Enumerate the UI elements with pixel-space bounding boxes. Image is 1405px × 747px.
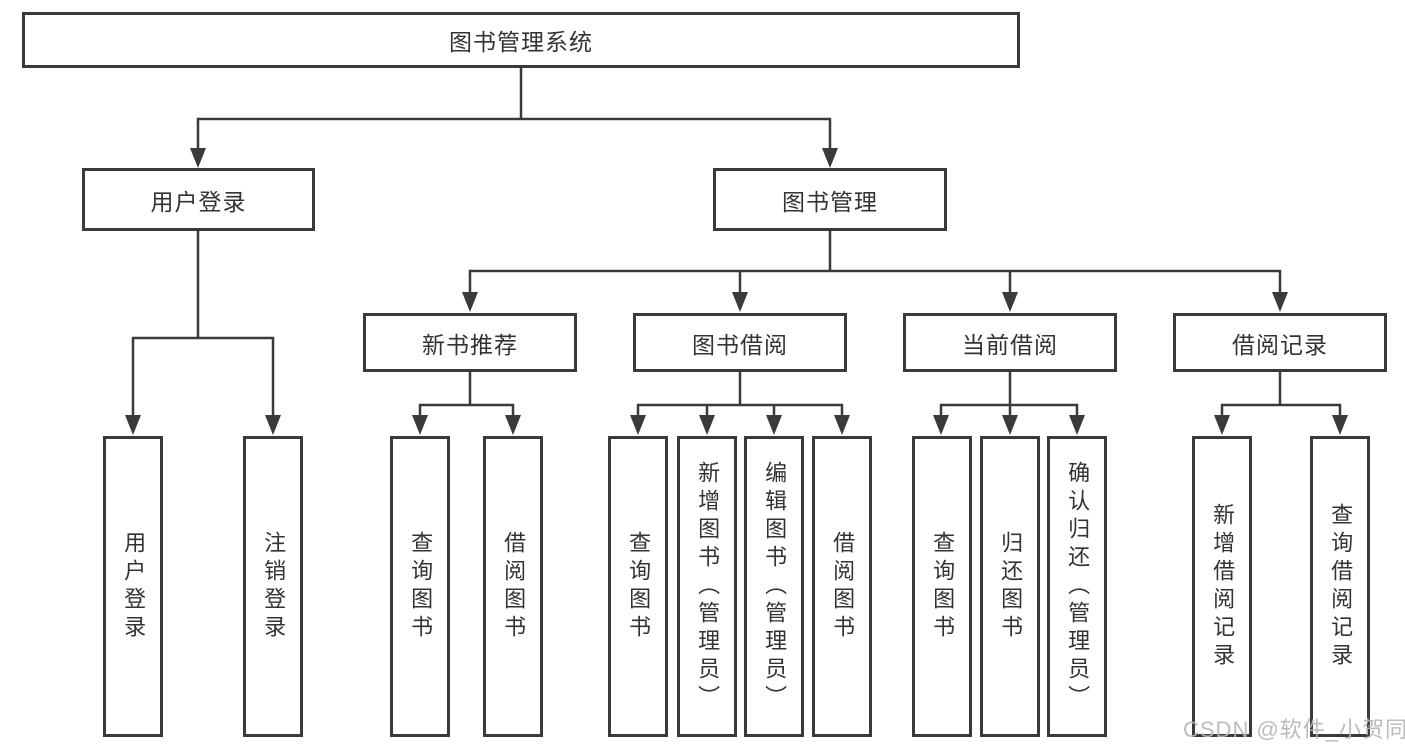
node-leaf-query-books-1: 查询图书 <box>390 436 450 737</box>
node-leaf-edit-book-admin-label: 编辑图书（管理员） <box>762 460 788 713</box>
node-leaf-add-book-admin-label: 新增图书（管理员） <box>695 460 721 713</box>
node-leaf-user-login: 用户登录 <box>103 436 163 737</box>
node-leaf-query-books-2: 查询图书 <box>608 436 668 737</box>
node-current-borrow: 当前借阅 <box>903 313 1117 372</box>
node-user-login-branch: 用户登录 <box>82 168 315 231</box>
node-leaf-query-borrow-record-label: 查询借阅记录 <box>1328 502 1354 671</box>
node-leaf-add-borrow-record-label: 新增借阅记录 <box>1210 502 1236 671</box>
arrowheads <box>125 148 1348 435</box>
node-new-book-recommend-label: 新书推荐 <box>422 331 518 358</box>
node-leaf-borrow-books-1: 借阅图书 <box>483 436 543 737</box>
node-leaf-borrow-books-1-label: 借阅图书 <box>501 530 527 643</box>
node-book-borrow: 图书借阅 <box>633 313 847 372</box>
node-leaf-confirm-return-admin-label: 确认归还（管理员） <box>1065 460 1091 713</box>
node-borrow-records: 借阅记录 <box>1173 313 1387 372</box>
node-root-label: 图书管理系统 <box>449 29 593 55</box>
node-leaf-borrow-books-2-label: 借阅图书 <box>830 530 856 643</box>
node-leaf-confirm-return-admin: 确认归还（管理员） <box>1047 436 1107 737</box>
node-new-book-recommend: 新书推荐 <box>363 313 577 372</box>
node-book-management-label: 图书管理 <box>782 188 878 215</box>
node-leaf-logout-label: 注销登录 <box>261 530 287 643</box>
node-leaf-query-books-1-label: 查询图书 <box>408 530 434 643</box>
node-leaf-user-login-label: 用户登录 <box>121 530 147 643</box>
node-leaf-query-borrow-record: 查询借阅记录 <box>1310 436 1370 737</box>
node-leaf-add-borrow-record: 新增借阅记录 <box>1192 436 1252 737</box>
node-current-borrow-label: 当前借阅 <box>962 331 1058 358</box>
node-leaf-edit-book-admin: 编辑图书（管理员） <box>744 436 804 737</box>
node-root: 图书管理系统 <box>22 12 1020 68</box>
node-leaf-borrow-books-2: 借阅图书 <box>812 436 872 737</box>
node-leaf-query-books-3-label: 查询图书 <box>930 530 956 643</box>
node-leaf-add-book-admin: 新增图书（管理员） <box>677 436 737 737</box>
node-book-borrow-label: 图书借阅 <box>692 331 788 358</box>
node-book-management: 图书管理 <box>713 168 947 231</box>
node-leaf-query-books-2-label: 查询图书 <box>626 530 652 643</box>
node-leaf-logout: 注销登录 <box>243 436 303 737</box>
node-leaf-return-books-label: 归还图书 <box>998 530 1024 643</box>
node-user-login-branch-label: 用户登录 <box>150 188 247 215</box>
node-borrow-records-label: 借阅记录 <box>1232 331 1328 358</box>
node-leaf-return-books: 归还图书 <box>980 436 1040 737</box>
node-leaf-query-books-3: 查询图书 <box>912 436 972 737</box>
watermark: CSDN @软件_小贺同学 <box>1183 717 1405 742</box>
